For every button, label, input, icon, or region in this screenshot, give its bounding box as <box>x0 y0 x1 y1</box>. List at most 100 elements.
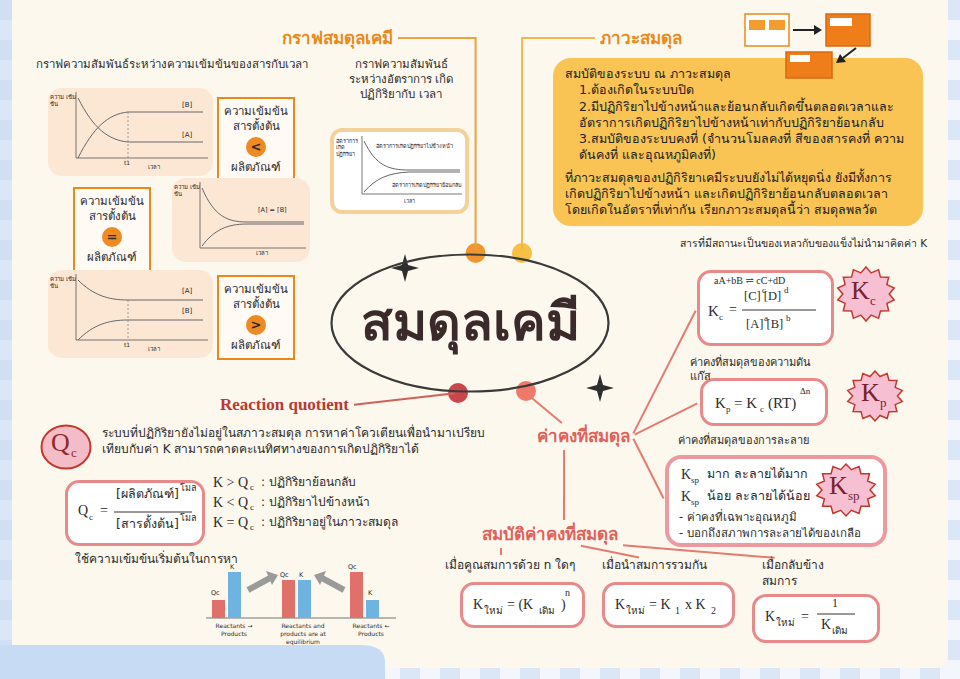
node-text: c <box>762 285 766 295</box>
free-label: Reactants ← Products <box>340 622 402 638</box>
free-label: กราฟความสัมพันธ์ระหว่างความเข้มข้นของสาร… <box>36 57 308 72</box>
node-text: > <box>246 315 266 335</box>
info-box: Kspมาก ละลายได้มากKspน้อย ละลายได้น้อย- … <box>665 455 887 547</box>
node-text: = (K <box>507 597 533 613</box>
free-label: สารที่มีสถานะเป็นของเหลวกับของแข็งไม่นำม… <box>680 237 948 251</box>
graph-panel: อัตราการ เกิดปฏิกิริยาอัตราการเกิดปฏิกิร… <box>330 128 469 214</box>
node-text: c <box>719 312 723 322</box>
free-label: Reactants → Products <box>203 622 265 638</box>
node-text: K <box>681 489 691 505</box>
node-text: sp <box>691 497 699 507</box>
node-text: [A] <box>182 287 192 295</box>
free-label: ระบบที่ปฏิกิริยายังไม่อยู่ในสภาวะสมดุล ก… <box>102 426 494 457</box>
node-text: Reaction quotient <box>220 394 349 416</box>
box-heading: เมื่อนำสมการรวมกัน <box>602 558 707 574</box>
node-text: t1 <box>124 160 130 167</box>
free-label: : ปฏิกิริยาไปข้างหน้า <box>261 495 370 511</box>
comparison-box: ความเข้มข้น สารตั้งต้น=ผลิตภัณฑ์ <box>73 187 151 272</box>
node-text: c <box>760 404 764 414</box>
free-label: ค่าคงที่สมดุลของการละลาย <box>678 434 809 448</box>
free-label: Qc <box>348 563 357 571</box>
node-text: อัตราการเกิดปฏิกิริยาย้อนกลับ <box>392 182 461 188</box>
node-text: K <box>821 617 831 633</box>
fraction-bar <box>114 511 192 512</box>
node-text: ใหม่ <box>626 605 645 617</box>
central-topic: สมดุลเคมี <box>330 253 610 393</box>
graph-panel: ความ เข้มข้น [A] = [B] เวลา <box>172 178 310 262</box>
formula-box: aA+bB ⇌ cC+dDKc=[C] [D]cd[A] [B]ab <box>697 270 834 346</box>
free-label: Qc <box>211 589 220 597</box>
node-text: (RT) <box>768 395 796 412</box>
box-heading: เมื่อคูณสมการด้วย n ใดๆ <box>445 558 575 574</box>
free-label: ค่าคงที่สมดุลของความดันแก๊ส <box>690 356 825 385</box>
symbol-starburst: Ksp <box>815 463 877 517</box>
node-text: = <box>729 302 737 318</box>
node-text: Q <box>78 503 88 519</box>
node-text: ความ เข้มข้น <box>174 184 200 198</box>
node-text: กราฟสมดุลเคมี <box>282 27 393 49</box>
node-text: ความ เข้มข้น <box>50 276 76 290</box>
node-text: K <box>765 609 775 625</box>
starburst <box>817 464 875 516</box>
node-text: มาก ละลายได้มาก <box>707 467 808 481</box>
node-text: p <box>880 396 887 411</box>
rule-box: เมื่อคูณสมการด้วย n ใดๆ Kใหม่= (Kเดิม)n <box>445 558 585 628</box>
fraction-bar <box>817 613 855 614</box>
free-label: Qc <box>280 571 289 579</box>
node-text: 3.สมบัติของระบบคงที่ (จำนวนโมลคงที่ สีขอ… <box>579 131 911 164</box>
node-text: ที่ภาวะสมดุลของปฏิกิริยาเคมีระบบยังไม่ได… <box>565 170 911 219</box>
node-text: K <box>715 395 726 412</box>
node-text: = <box>100 503 108 519</box>
branch-connector <box>563 450 565 520</box>
node-text: b <box>786 313 791 323</box>
graph-panel: ความ เข้มข้น[A][B]t1เวลา <box>48 270 213 358</box>
symbol-circle: Qc <box>40 424 92 470</box>
node-text: x K <box>685 597 706 613</box>
free-label: ใช้ความเข้มข้นเริ่มต้นในการหา <box>75 552 240 568</box>
node-text: ความเข้มข้น สารตั้งต้น <box>78 194 146 224</box>
node-text: อัตราการเกิดปฏิกิริยาไปข้างหน้า <box>376 143 453 149</box>
free-label: K = Q <box>213 514 248 532</box>
graph-panel: ความ เข้มข้น[B][A]t1เวลา <box>48 88 213 176</box>
branch-connector <box>633 439 663 499</box>
rule-box: เมื่อนำสมการรวมกันKใหม่= K1x K2 <box>602 558 735 628</box>
branch-heading: ค่าคงที่สมดุล <box>535 425 632 447</box>
node-text: เวลา <box>256 250 268 257</box>
node-text: สมดุลเคมี <box>361 289 580 357</box>
branch-heading: Reaction quotient <box>218 394 351 416</box>
node-text: d <box>784 285 789 295</box>
free-label: K <box>299 571 303 579</box>
node-text: [B] <box>182 307 192 315</box>
node-text: K <box>473 597 483 613</box>
branch-connector <box>581 546 639 558</box>
node-text: [สารตั้งต้น] <box>116 517 179 531</box>
branch-connector <box>635 403 698 434</box>
free-label: : ปฏิกิริยาย้อนกลับ <box>261 475 356 491</box>
starburst <box>848 371 903 421</box>
node-text: c <box>870 294 876 309</box>
node-text: ความเข้มข้น สารตั้งต้น <box>222 282 290 312</box>
node-text: น้อย ละลายได้น้อย <box>707 489 810 503</box>
graph-art <box>76 92 208 158</box>
node-text: K <box>861 378 880 408</box>
branch-connector <box>354 393 455 404</box>
node-text: Δn <box>800 386 810 396</box>
corner-blob <box>0 645 385 679</box>
node-text: Q <box>51 428 70 458</box>
node-text: ใหม่ <box>776 617 795 629</box>
node-text: โมล <box>180 483 197 493</box>
node-text: ) <box>561 597 566 613</box>
node-text: = K <box>734 395 757 412</box>
node-text: [ผลิตภัณฑ์] <box>116 487 179 501</box>
free-label: c <box>250 522 254 534</box>
node-text: เวลา <box>404 198 415 204</box>
node-text: เวลา <box>148 346 160 353</box>
formula-box: Qc=[ผลิตภัณฑ์]โมล[สารตั้งต้น]โมล <box>65 480 205 546</box>
branch-heading: สมบัติค่าคงที่สมดุล <box>480 523 620 545</box>
node-text: = <box>102 227 122 247</box>
rule-frame: Kใหม่= (Kเดิม)n <box>460 582 585 628</box>
node-text: K <box>708 303 719 320</box>
branch-heading: ภาวะสมดุล <box>598 27 684 49</box>
node-text: = K <box>649 597 671 613</box>
node-text: [A] = [B] <box>258 207 287 214</box>
